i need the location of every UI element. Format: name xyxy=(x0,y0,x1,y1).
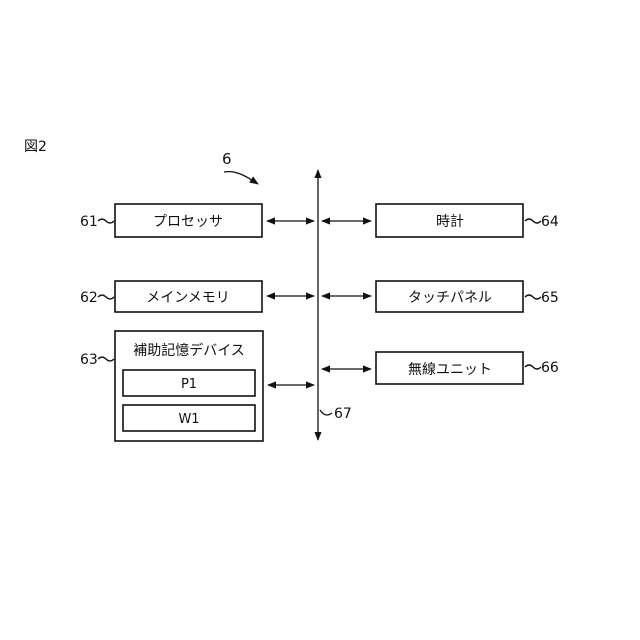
main-memory-label: メインメモリ xyxy=(146,290,230,306)
main-memory-ref: 62 xyxy=(80,290,98,306)
system-ref-arrow xyxy=(224,172,258,184)
program-p1-label: P1 xyxy=(181,377,197,392)
touch-panel-ref-leader xyxy=(525,295,541,299)
clock-ref: 64 xyxy=(541,214,559,230)
wireless-unit-ref: 66 xyxy=(541,360,559,376)
data-w1-label: W1 xyxy=(178,412,199,427)
processor-ref-leader xyxy=(98,219,114,223)
system-ref-label: 6 xyxy=(222,150,232,168)
processor-ref: 61 xyxy=(80,214,98,230)
bus-ref-leader xyxy=(320,410,332,415)
wireless-unit-ref-leader xyxy=(525,365,541,369)
bus-ref-label: 67 xyxy=(334,406,352,422)
aux-storage-ref-leader xyxy=(98,357,114,361)
processor-label: プロセッサ xyxy=(153,214,223,230)
main-memory-ref-leader xyxy=(98,295,114,299)
aux-storage-ref: 63 xyxy=(80,352,98,368)
touch-panel-label: タッチパネル xyxy=(408,290,492,306)
clock-label: 時計 xyxy=(436,214,464,230)
touch-panel-ref: 65 xyxy=(541,290,559,306)
figure-label: 図2 xyxy=(24,139,47,155)
clock-ref-leader xyxy=(525,219,541,223)
wireless-unit-label: 無線ユニット xyxy=(408,362,492,378)
aux-storage-label: 補助記憶デバイス xyxy=(133,342,245,359)
